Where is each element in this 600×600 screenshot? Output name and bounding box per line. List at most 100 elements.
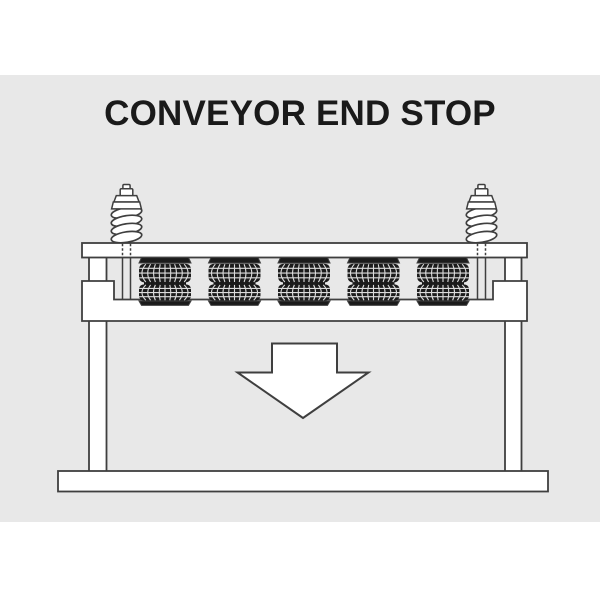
rods-layer: [121, 243, 487, 300]
coil-spring-right: [465, 183, 498, 244]
lobe-grid-line: [147, 263, 152, 283]
air-bellows-5: [416, 257, 470, 306]
lobe-grid-line: [317, 284, 322, 301]
lobe-grid-line: [297, 284, 300, 301]
lobe-grid-line: [183, 263, 189, 283]
bellows-top-plate: [207, 257, 262, 264]
lobe-grid-line: [382, 284, 386, 301]
bellows-top-plate: [346, 257, 401, 264]
bellows-lobe: [139, 263, 191, 283]
lobe-grid-line: [210, 263, 216, 283]
nut-flange-lower: [465, 201, 498, 210]
lobe-grid-line: [238, 264, 241, 283]
lobe-grid-line: [322, 263, 328, 283]
lobe-grid-line: [313, 263, 317, 283]
bellows-layer: [138, 257, 470, 306]
lobe-grid-line: [308, 284, 311, 301]
bellows-top-plate: [416, 257, 470, 264]
lobe-grid-line: [178, 263, 183, 283]
air-bellows-4: [346, 257, 401, 306]
lobe-grid-line: [152, 284, 156, 301]
lobe-grid-line: [141, 263, 147, 283]
lobe-grid-line: [222, 263, 226, 283]
air-bellows-2: [207, 257, 262, 306]
nut-flange-upper: [467, 194, 496, 203]
lobe-grid-line: [361, 263, 365, 283]
lobe-grid-line: [377, 284, 380, 301]
lobe-grid-line: [367, 264, 370, 283]
lobe-grid-line: [367, 284, 370, 301]
nut-flange-upper: [112, 194, 141, 203]
lobe-grid-line: [425, 284, 430, 301]
lobe-grid-line: [297, 264, 300, 283]
bellows-waist: [352, 281, 395, 286]
lobe-grid-line: [243, 263, 247, 283]
threaded-rod-left: [121, 243, 132, 300]
lobe-grid-line: [280, 284, 286, 301]
lobe-grid-line: [147, 284, 152, 301]
diagram-title: CONVEYOR END STOP: [104, 94, 496, 133]
bellows-top-plate: [138, 257, 192, 264]
bellows-waist: [283, 281, 325, 286]
lobe-grid-line: [452, 263, 456, 283]
bellows-bottom-plate: [277, 300, 331, 306]
air-bellows-3: [277, 257, 331, 306]
lobe-grid-line: [425, 263, 430, 283]
lobe-grid-line: [430, 263, 434, 283]
lobe-grid-line: [349, 263, 355, 283]
bellows-waist: [422, 281, 464, 286]
lobe-grid-line: [174, 263, 178, 283]
lobe-grid-line: [456, 284, 461, 301]
lobe-grid-line: [253, 263, 259, 283]
lobe-grid-line: [169, 264, 172, 283]
bellows-lobe: [139, 284, 191, 301]
lobe-grid-line: [280, 263, 286, 283]
springs-layer: [110, 183, 498, 244]
lobe-grid-line: [216, 284, 221, 301]
lobe-grid-line: [248, 284, 253, 301]
lobe-grid-line: [286, 284, 291, 301]
bellows-top-plate: [277, 257, 331, 264]
lobe-grid-line: [447, 284, 450, 301]
lobe-grid-line: [436, 284, 439, 301]
bellows-bottom-plate: [416, 300, 470, 306]
coil-spring-left: [110, 183, 143, 244]
lobe-grid-line: [243, 284, 247, 301]
lobe-grid-line: [355, 263, 360, 283]
lobe-grid-line: [248, 263, 253, 283]
lobe-grid-line: [419, 263, 425, 283]
lobe-grid-line: [291, 284, 295, 301]
lobe-grid-line: [322, 284, 328, 301]
nut-flange-lower: [110, 201, 143, 210]
bellows-waist: [213, 281, 256, 286]
lobe-grid-line: [152, 263, 156, 283]
lobe-grid-line: [174, 284, 178, 301]
lobe-grid-line: [392, 263, 398, 283]
lobe-grid-line: [210, 284, 216, 301]
lobe-grid-line: [461, 263, 467, 283]
bellows-lobe: [208, 284, 261, 301]
bellows-lobe: [347, 263, 400, 283]
lobe-grid-line: [216, 263, 221, 283]
bellows-lobe: [347, 284, 400, 301]
lobe-grid-line: [430, 284, 434, 301]
threaded-rod-right: [476, 243, 487, 300]
bellows-waist: [144, 281, 186, 286]
lobe-grid-line: [377, 264, 380, 283]
lobe-grid-line: [313, 284, 317, 301]
lobe-grid-line: [387, 263, 392, 283]
lobe-grid-line: [222, 284, 226, 301]
lobe-grid-line: [419, 284, 425, 301]
lobe-grid-line: [238, 284, 241, 301]
bumper-beam: [81, 242, 528, 259]
lobe-grid-line: [382, 263, 386, 283]
lobe-grid-line: [228, 284, 231, 301]
base-plate: [57, 470, 549, 493]
lobe-grid-line: [308, 264, 311, 283]
bellows-lobe: [278, 263, 330, 283]
lobe-grid-line: [286, 263, 291, 283]
lobe-grid-line: [436, 264, 439, 283]
bellows-lobe: [417, 284, 469, 301]
lobe-grid-line: [447, 264, 450, 283]
